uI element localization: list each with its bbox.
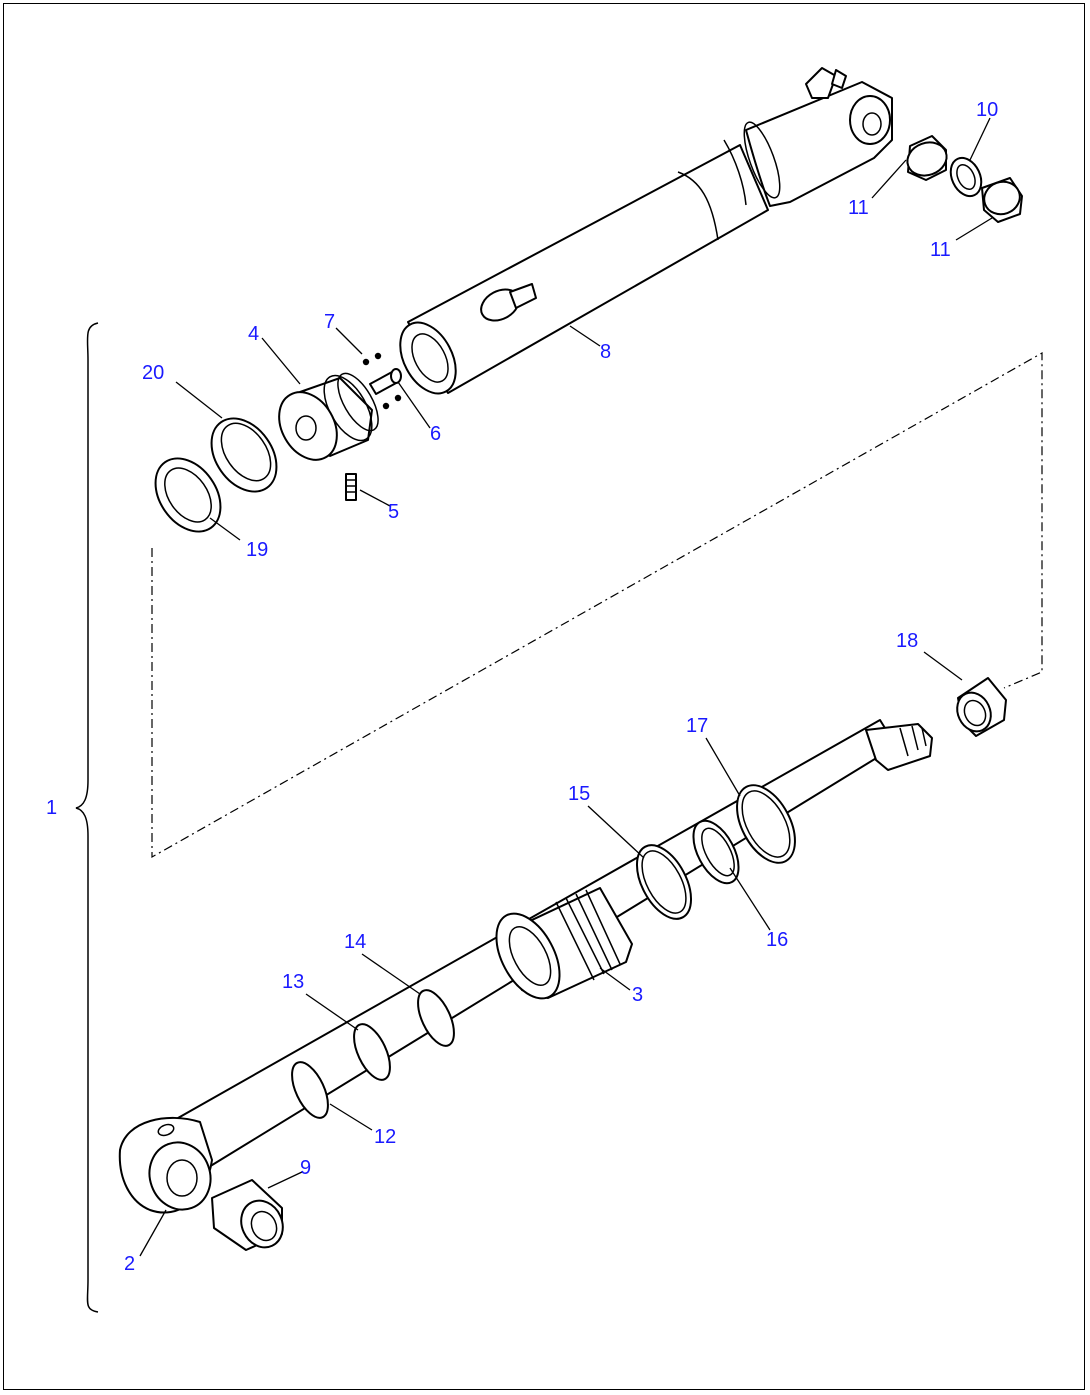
callout-12: 12 — [374, 1126, 396, 1148]
rod-bushing — [956, 677, 1007, 737]
callout-18: 18 — [896, 630, 918, 652]
callout-8: 8 — [600, 341, 611, 363]
callout-13: 13 — [282, 971, 304, 993]
rod-eye-bushing — [211, 1179, 284, 1251]
leader-lines — [139, 117, 993, 1257]
piston-assembly — [154, 352, 402, 533]
gland-rings — [635, 784, 796, 920]
callout-11-lower: 11 — [930, 239, 951, 261]
callout-11-upper: 11 — [848, 197, 869, 219]
cylinder-tube — [399, 67, 893, 395]
callout-labels: 1 2 3 4 5 6 7 8 9 10 11 11 12 13 14 15 1… — [46, 99, 998, 1275]
callout-9: 9 — [300, 1157, 311, 1179]
head-bushing-set — [906, 135, 1023, 223]
callout-20: 20 — [142, 362, 164, 384]
callout-2: 2 — [124, 1253, 135, 1275]
callout-16: 16 — [766, 929, 788, 951]
callout-19: 19 — [246, 539, 268, 561]
callout-17: 17 — [686, 715, 708, 737]
callout-6: 6 — [430, 423, 441, 445]
drawing-frame — [3, 3, 1085, 1390]
callout-5: 5 — [388, 501, 399, 523]
assembly-guide-lines — [151, 351, 1043, 859]
callout-4: 4 — [248, 323, 259, 345]
callout-1: 1 — [46, 797, 57, 819]
callout-3: 3 — [632, 984, 643, 1006]
callout-14: 14 — [344, 931, 366, 953]
callout-15: 15 — [568, 783, 590, 805]
callout-10: 10 — [976, 99, 998, 121]
assembly-brace — [75, 322, 99, 1313]
cylinder-head — [495, 887, 633, 1000]
rod-rings — [291, 989, 455, 1119]
callout-7: 7 — [324, 311, 335, 333]
